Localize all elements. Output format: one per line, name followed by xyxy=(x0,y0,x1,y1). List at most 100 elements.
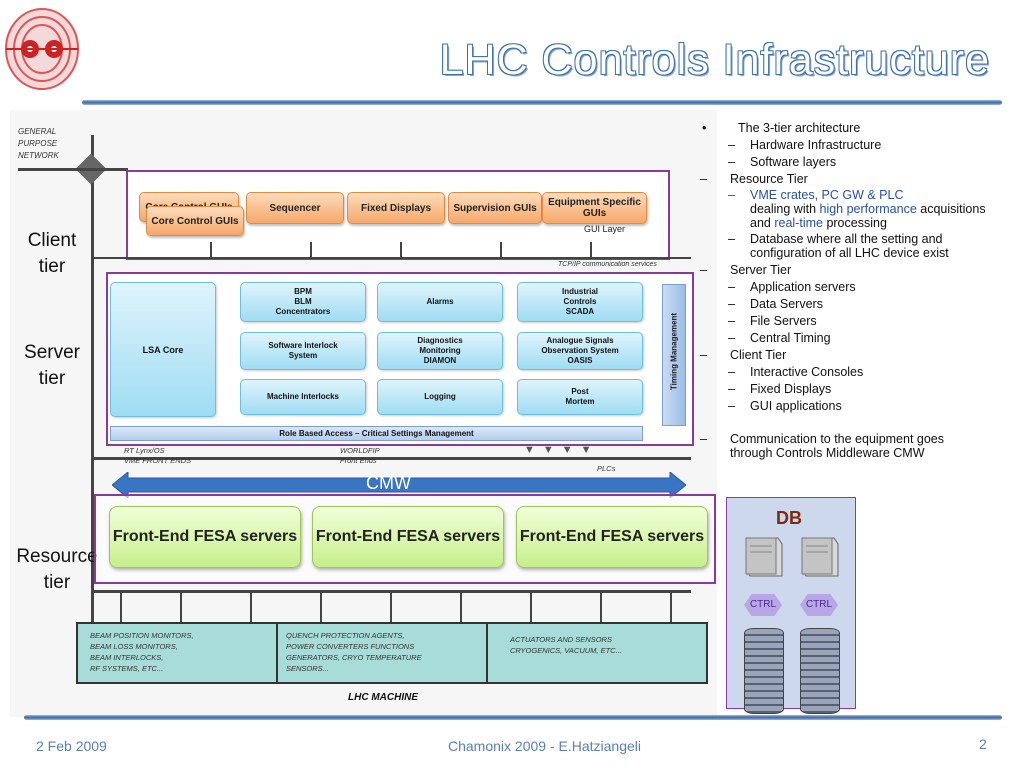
drop-line xyxy=(400,242,402,257)
box-line: Concentrators xyxy=(275,307,331,316)
box-line: Logging xyxy=(424,392,456,401)
sub-bullet: –Fixed Displays xyxy=(728,382,832,396)
footer-center: Chamonix 2009 - E.Hatziangeli xyxy=(448,738,641,754)
drop-line xyxy=(590,242,592,257)
machine-divider xyxy=(276,622,278,684)
bus-drops xyxy=(120,242,680,262)
equipment-specific-guis-button[interactable]: Equipment Specific GUIs xyxy=(542,192,647,224)
network-label-line: GENERAL xyxy=(18,127,57,136)
ctrl-badge-2: CTRL xyxy=(800,594,838,616)
bullet-resource: –Resource Tier xyxy=(700,172,808,186)
db-server-icon-2 xyxy=(796,532,840,578)
rbac-bar[interactable]: Role Based Access – Critical Settings Ma… xyxy=(110,426,643,441)
bullet-text: Data Servers xyxy=(750,297,823,311)
timing-management-bar[interactable]: Timing Management xyxy=(662,284,686,426)
label-line: Front Ends xyxy=(340,456,377,465)
bullet-text: Client Tier xyxy=(730,348,787,362)
lsa-core-box[interactable]: LSA Core xyxy=(110,282,216,417)
gui-layer-label: GUI Layer xyxy=(584,224,626,234)
bullet-text: acquisitions and xyxy=(750,202,986,230)
network-line-top xyxy=(18,168,128,171)
worldfip-label: WORLDFIP Front Ends xyxy=(340,446,380,466)
bullet-text: processing xyxy=(822,216,887,230)
plc-icons: ▼▼▼▼ xyxy=(524,444,600,456)
title-rule xyxy=(82,100,1002,105)
drop-line xyxy=(460,592,462,622)
logging-box[interactable]: Logging xyxy=(377,379,503,415)
drop-line xyxy=(500,242,502,257)
alarms-box[interactable]: Alarms xyxy=(377,282,503,322)
db-title: DB xyxy=(776,508,802,528)
lhc-machine-label: LHC MACHINE xyxy=(348,692,418,703)
fesa-server-box-1[interactable]: Front-End FESA servers xyxy=(109,506,301,568)
machine-col-3: ACTUATORS AND SENSORS CRYOGENICS, VACUUM… xyxy=(510,634,622,656)
page-number: 2 xyxy=(979,736,987,752)
machine-line: CRYOGENICS, VACUUM, ETC... xyxy=(510,646,622,655)
fesa-server-box-2[interactable]: Front-End FESA servers xyxy=(312,506,504,568)
bullet-text: Server Tier xyxy=(730,263,792,277)
supervision-guis-button[interactable]: Supervision GUIs xyxy=(448,192,542,224)
bullet-text: high performance xyxy=(819,202,917,216)
sub-bullet: –Application servers xyxy=(728,280,856,294)
bullet-client: –Client Tier xyxy=(700,348,787,362)
drop-line xyxy=(530,592,532,622)
network-line-fieldbus xyxy=(91,590,691,593)
box-line: DIAMON xyxy=(423,356,457,365)
tcp-bus xyxy=(91,257,691,259)
footer-rule xyxy=(24,715,1002,720)
cmw-label: CMW xyxy=(366,473,411,493)
server-tier-label: Server tier xyxy=(14,340,90,392)
bullet-server: –Server Tier xyxy=(700,263,792,277)
bullet-list: •The 3-tier architecture –Hardware Infra… xyxy=(700,120,1000,460)
resource-tier-label: Resource tier xyxy=(12,544,102,596)
ctrl-label: CTRL xyxy=(749,599,777,610)
bullet-text: dealing with xyxy=(750,202,820,216)
sequencer-button[interactable]: Sequencer xyxy=(246,192,344,224)
machine-line: ACTUATORS AND SENSORS xyxy=(510,635,612,644)
network-label-line: PURPOSE xyxy=(18,139,58,148)
slide-title: LHC Controls Infrastructure xyxy=(439,36,990,84)
sub-bullet: –Data Servers xyxy=(728,297,823,311)
field-drops xyxy=(120,592,700,624)
box-line: SCADA xyxy=(565,307,595,316)
bullet-text: real-time xyxy=(774,216,823,230)
plcs-label: PLCs xyxy=(597,464,616,473)
db-disk-stack-1 xyxy=(744,628,784,714)
box-line: OASIS xyxy=(567,356,593,365)
fixed-displays-button[interactable]: Fixed Displays xyxy=(347,192,445,224)
sub-bullet: –Hardware Infrastructure xyxy=(728,138,882,152)
machine-line: GENERATORS, CRYO TEMPERATURE xyxy=(286,653,422,662)
drop-line xyxy=(670,592,672,622)
rt-lynx-label: RT Lynx/OS VME FRONT ENDS xyxy=(124,446,191,466)
sub-bullet: –GUI applications xyxy=(728,399,842,413)
core-control-guis-button[interactable]: Core Control GUIs xyxy=(146,206,244,236)
box-line: Software Interlock xyxy=(268,341,338,350)
bullet-text: File Servers xyxy=(750,314,817,328)
machine-line: RF SYSTEMS, ETC... xyxy=(90,664,164,673)
drop-line xyxy=(250,592,252,622)
box-line: System xyxy=(288,351,318,360)
sub-bullet: –Interactive Consoles xyxy=(728,365,864,379)
machine-line: BEAM INTERLOCKS, xyxy=(90,653,164,662)
bullet-text: VME crates, PC GW & PLC xyxy=(750,188,904,202)
fesa-server-box-3[interactable]: Front-End FESA servers xyxy=(516,506,708,568)
box-line: BPM xyxy=(294,287,312,296)
machine-line: POWER CONVERTERS FUNCTIONS xyxy=(286,642,415,651)
footer-date: 2 Feb 2009 xyxy=(36,738,107,754)
drop-line xyxy=(310,242,312,257)
machine-divider xyxy=(486,622,488,684)
lhc-machine-block xyxy=(76,622,708,684)
drop-line xyxy=(390,592,392,622)
drop-line xyxy=(180,592,182,622)
bullet-text: Communication to the equipment goes thro… xyxy=(730,432,945,460)
bullet-text: Application servers xyxy=(750,280,856,294)
machine-line: BEAM POSITION MONITORS, xyxy=(90,631,194,640)
lhc-logo xyxy=(2,4,82,94)
machine-interlocks-box[interactable]: Machine Interlocks xyxy=(240,379,366,415)
